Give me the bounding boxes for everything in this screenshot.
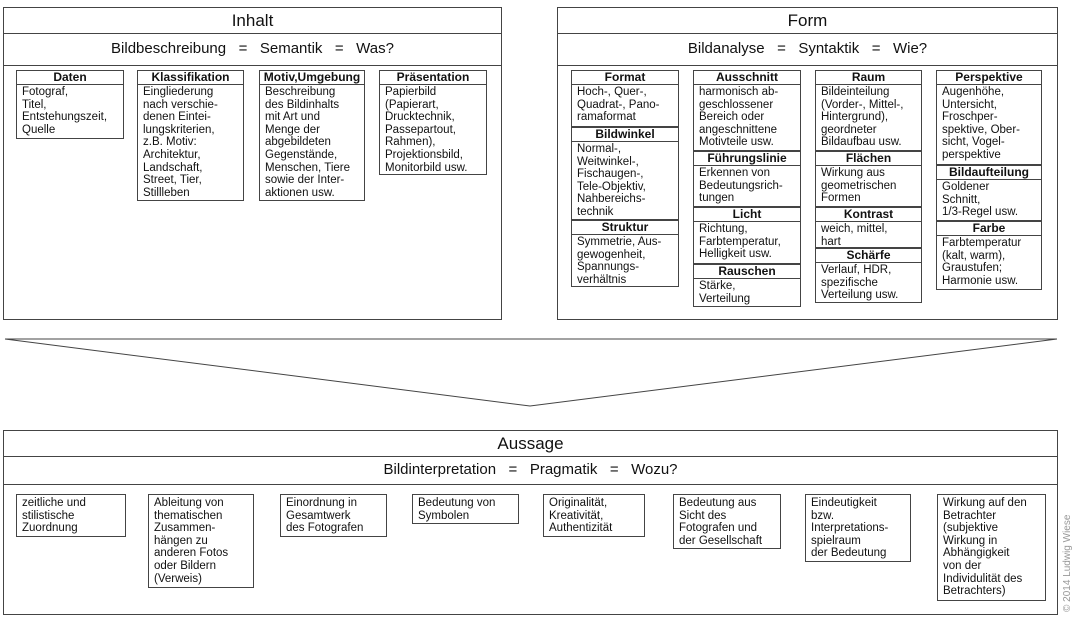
- aussage-subtitle: Bildinterpretation = Pragmatik = Wozu?: [4, 456, 1057, 485]
- form-box-schaerfe: Schärfe Verlauf, HDR, spezifische Vertei…: [815, 248, 922, 303]
- aussage-panel: Aussage Bildinterpretation = Pragmatik =…: [3, 430, 1058, 615]
- box-header: Klassifikation: [138, 71, 243, 85]
- box-header: Kontrast: [816, 208, 921, 222]
- form-box-fuehrungslinie: Führungslinie Erkennen von Bedeutungsric…: [693, 151, 801, 207]
- copyright-text: © 2014 Ludwig Wiese: [1062, 514, 1073, 612]
- box-header: Farbe: [937, 222, 1041, 236]
- form-box-format: Format Hoch-, Quer-, Quadrat-, Pano- ram…: [571, 70, 679, 127]
- aussage-box: Ableitung von thematischen Zusammen- hän…: [148, 494, 254, 588]
- box-header: Führungslinie: [694, 152, 800, 166]
- box-body: Symmetrie, Aus- gewogenheit, Spannungs- …: [577, 236, 662, 286]
- box-header: Flächen: [816, 152, 921, 166]
- box-body: Stärke, Verteilung: [699, 280, 751, 305]
- box-header: Bildaufteilung: [937, 166, 1041, 180]
- inhalt-box-daten: Daten Fotograf, Titel, Entstehungszeit, …: [16, 70, 124, 139]
- box-header: Daten: [17, 71, 123, 85]
- aussage-box: Wirkung auf den Betrachter (subjektive W…: [937, 494, 1046, 601]
- box-body: Normal-, Weitwinkel-, Fischaugen-, Tele-…: [577, 143, 646, 218]
- form-box-kontrast: Kontrast weich, mittel, hart: [815, 207, 922, 248]
- form-subtitle: Bildanalyse = Syntaktik = Wie?: [558, 33, 1057, 66]
- box-header: Präsentation: [380, 71, 486, 85]
- box-body: Verlauf, HDR, spezifische Verteilung usw…: [821, 264, 899, 302]
- form-box-raum: Raum Bildeinteilung (Vorder-, Mittel-, H…: [815, 70, 922, 151]
- aussage-box: Einordnung in Gesamtwerk des Fotografen: [280, 494, 387, 537]
- form-box-ausschnitt: Ausschnitt harmonisch ab- geschlossener …: [693, 70, 801, 151]
- box-header: Schärfe: [816, 249, 921, 263]
- converging-arrow: [4, 338, 1058, 407]
- aussage-box: Bedeutung von Symbolen: [412, 494, 519, 524]
- aussage-box: zeitliche und stilistische Zuordnung: [16, 494, 126, 537]
- inhalt-box-praesentation: Präsentation Papierbild (Papierart, Druc…: [379, 70, 487, 175]
- form-title: Form: [558, 8, 1057, 34]
- box-header: Motiv,Umgebung: [260, 71, 364, 85]
- box-header: Licht: [694, 208, 800, 222]
- box-header: Bildwinkel: [572, 128, 678, 142]
- box-body: Bildeinteilung (Vorder-, Mittel-, Hinter…: [821, 86, 904, 149]
- box-header: Format: [572, 71, 678, 85]
- form-box-rauschen: Rauschen Stärke, Verteilung: [693, 264, 801, 307]
- box-header: Perspektive: [937, 71, 1041, 85]
- form-box-licht: Licht Richtung, Farbtemperatur, Helligke…: [693, 207, 801, 264]
- box-body: Hoch-, Quer-, Quadrat-, Pano- ramaformat: [577, 86, 660, 124]
- box-body: Erkennen von Bedeutungsrich- tungen: [699, 167, 783, 205]
- aussage-box: Bedeutung aus Sicht des Fotografen und d…: [673, 494, 781, 549]
- form-box-bildwinkel: Bildwinkel Normal-, Weitwinkel-, Fischau…: [571, 127, 679, 220]
- box-body: Wirkung aus geometrischen Formen: [821, 167, 897, 205]
- box-body: harmonisch ab- geschlossener Bereich ode…: [699, 86, 779, 149]
- inhalt-panel: Inhalt Bildbeschreibung = Semantik = Was…: [3, 7, 502, 320]
- box-body: Fotograf, Titel, Entstehungszeit, Quelle: [22, 86, 108, 136]
- box-header: Rauschen: [694, 265, 800, 279]
- inhalt-subtitle: Bildbeschreibung = Semantik = Was?: [4, 33, 501, 66]
- form-box-farbe: Farbe Farbtemperatur (kalt, warm), Graus…: [936, 221, 1042, 290]
- inhalt-title: Inhalt: [4, 8, 501, 34]
- box-body: Beschreibung des Bildinhalts mit Art und…: [265, 86, 351, 199]
- inhalt-box-motiv: Motiv,Umgebung Beschreibung des Bildinha…: [259, 70, 365, 201]
- box-header: Struktur: [572, 221, 678, 235]
- box-body: Goldener Schnitt, 1/3-Regel usw.: [942, 181, 1019, 219]
- box-body: Papierbild (Papierart, Drucktechnik, Pas…: [385, 86, 468, 174]
- inhalt-box-klassifikation: Klassifikation Eingliederung nach versch…: [137, 70, 244, 201]
- form-box-flaechen: Flächen Wirkung aus geometrischen Formen: [815, 151, 922, 207]
- form-box-struktur: Struktur Symmetrie, Aus- gewogenheit, Sp…: [571, 220, 679, 287]
- box-body: Eingliederung nach verschie- denen Einte…: [143, 86, 218, 199]
- aussage-box: Eindeutigkeit bzw. Interpretations- spie…: [805, 494, 911, 562]
- box-header: Raum: [816, 71, 921, 85]
- form-panel: Form Bildanalyse = Syntaktik = Wie? Form…: [557, 7, 1058, 320]
- aussage-box: Originalität, Kreativität, Authentizität: [543, 494, 645, 537]
- form-box-bildaufteilung: Bildaufteilung Goldener Schnitt, 1/3-Reg…: [936, 165, 1042, 221]
- box-body: Richtung, Farbtemperatur, Helligkeit usw…: [699, 223, 781, 261]
- box-body: weich, mittel, hart: [821, 223, 888, 248]
- box-body: Farbtemperatur (kalt, warm), Graustufen;…: [942, 237, 1022, 287]
- box-header: Ausschnitt: [694, 71, 800, 85]
- form-box-perspektive: Perspektive Augenhöhe, Untersicht, Frosc…: [936, 70, 1042, 165]
- aussage-title: Aussage: [4, 431, 1057, 457]
- box-body: Augenhöhe, Untersicht, Froschper- spekti…: [942, 86, 1020, 161]
